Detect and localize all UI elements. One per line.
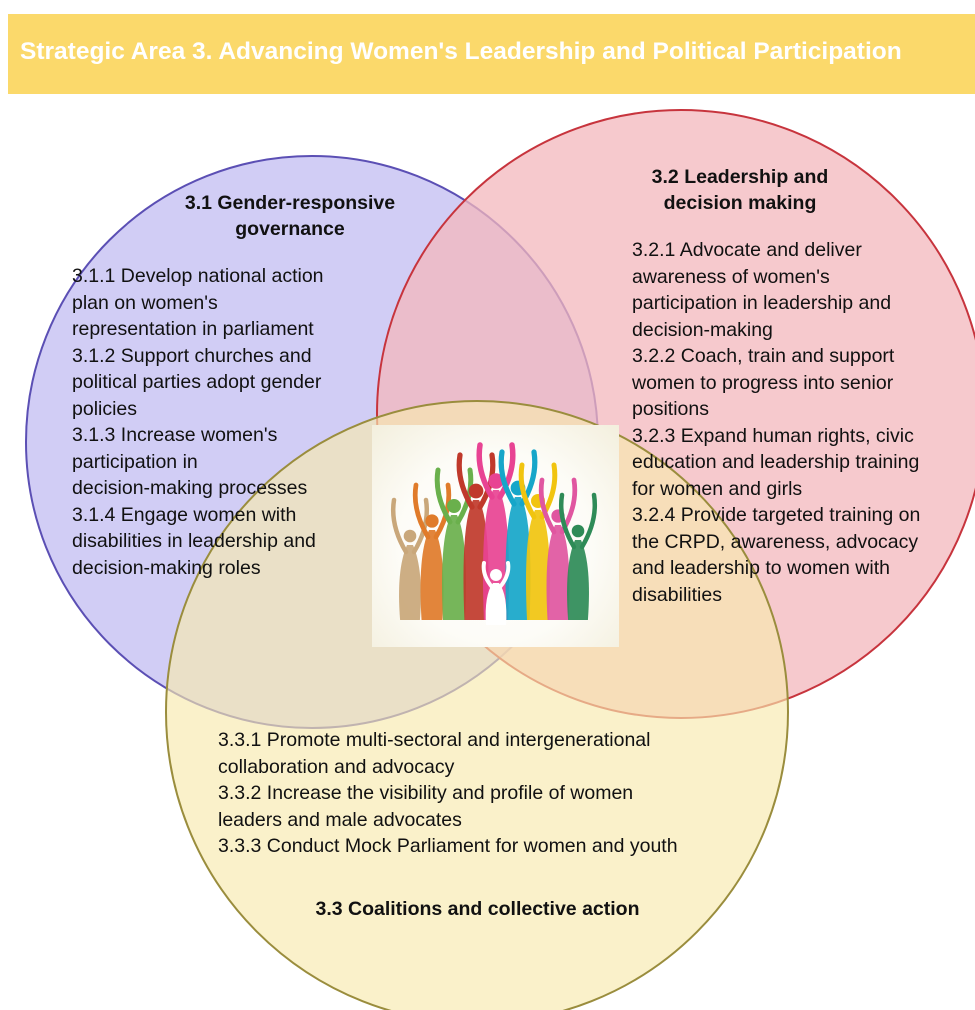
item-3-2-1: 3.2.1 Advocate and deliver awareness of … — [632, 239, 892, 341]
person-figure — [559, 492, 597, 620]
child-figure — [481, 561, 511, 625]
circle-3-items: 3.3.1 Promote multi-sectoral and interge… — [218, 727, 758, 860]
raised-arms-people-icon — [372, 425, 619, 647]
circle-2-items: 3.2.1 Advocate and deliver awareness of … — [632, 237, 972, 608]
item-3-3-2: 3.3.2 Increase the visibility and profil… — [218, 782, 634, 831]
circle-3-heading: 3.3 Coalitions and collective action — [315, 898, 640, 920]
person-figure — [434, 467, 474, 620]
item-3-3-3: 3.3.3 Conduct Mock Parliament for women … — [218, 835, 678, 857]
circle-2-heading: 3.2 Leadership and decision making — [651, 166, 829, 214]
circle-1-items: 3.1.1 Develop national action plan on wo… — [72, 263, 382, 581]
circle-1-heading: 3.1 Gender-responsive governance — [184, 192, 396, 240]
title-banner: Strategic Area 3. Advancing Women's Lead… — [8, 14, 975, 94]
person-figure — [456, 452, 496, 620]
person-figure — [498, 449, 538, 620]
circle-3-3-coalitions — [165, 400, 789, 1010]
item-3-1-4: 3.1.4 Engage women with disabilities in … — [72, 503, 316, 579]
person-figure — [412, 482, 452, 620]
item-3-2-2: 3.2.2 Coach, train and support women to … — [632, 345, 895, 420]
item-3-3-1: 3.3.1 Promote multi-sectoral and interge… — [218, 729, 651, 778]
item-3-2-3: 3.2.3 Expand human rights, civic educati… — [632, 424, 920, 500]
item-3-2-4: 3.2.4 Provide targeted training on the C… — [632, 504, 921, 606]
people-illustration — [391, 442, 597, 625]
item-3-1-3: 3.1.3 Increase women's participation in … — [72, 424, 308, 499]
banner-title: Strategic Area 3. Advancing Women's Lead… — [20, 38, 902, 65]
item-3-1-1: 3.1.1 Develop national action plan on wo… — [72, 265, 324, 340]
person-figure — [476, 442, 516, 620]
person-figure — [391, 497, 429, 620]
item-3-1-2: 3.1.2 Support churches and political par… — [72, 344, 322, 420]
